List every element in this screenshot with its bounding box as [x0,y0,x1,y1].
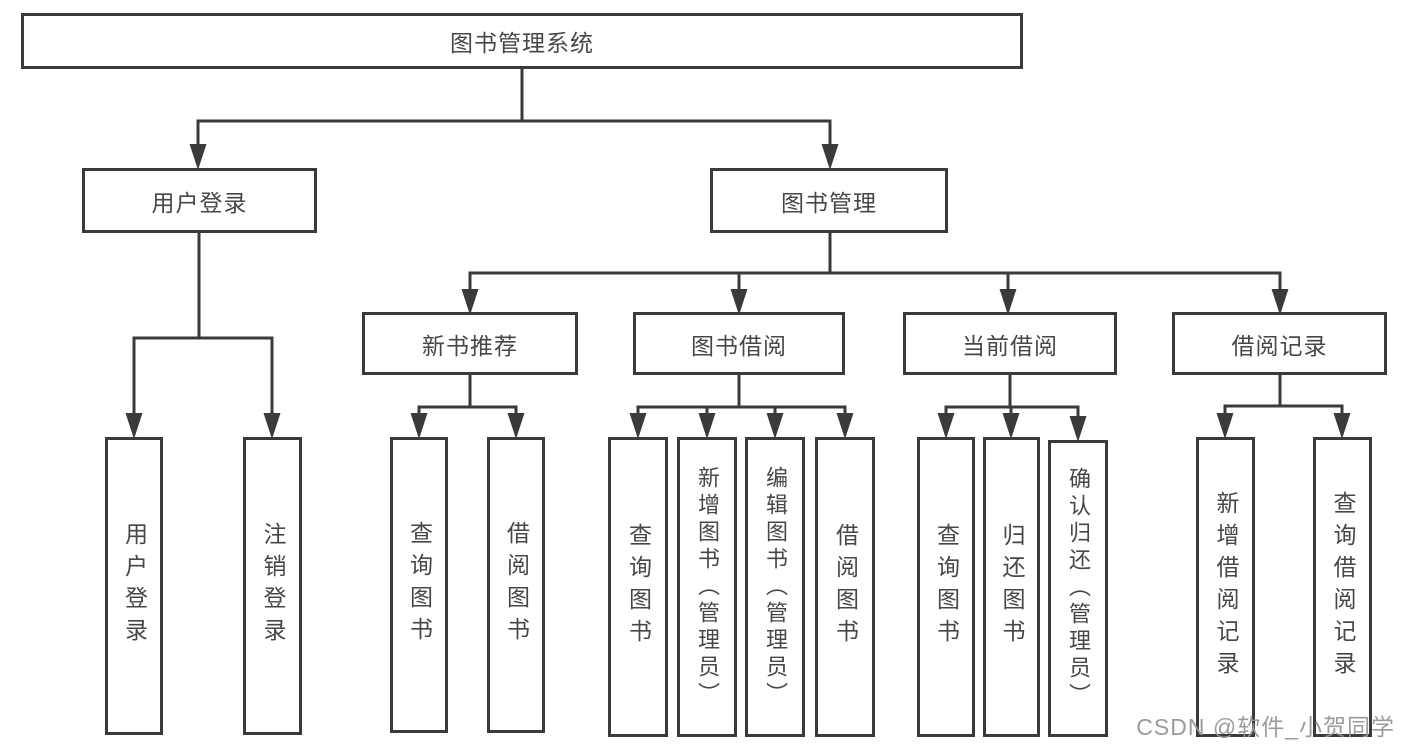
leaf-label: 归还图书 [999,523,1025,651]
leaf-label: 新增图书（管理员） [695,465,720,709]
leaf-user-login: 用户登录 [105,437,163,735]
leaf-label: 确认归还（管理员） [1066,467,1091,710]
leaf-query-borrow-record: 查询借阅记录 [1313,437,1372,737]
leaf-label: 编辑图书（管理员） [763,465,788,709]
leaf-borrow-books-recommend: 借阅图书 [487,437,545,733]
leaf-label: 用户登录 [121,522,148,650]
node-label: 借阅记录 [1231,332,1328,359]
leaf-label: 借阅图书 [832,523,859,651]
leaf-label: 新增借阅记录 [1213,491,1239,683]
leaf-label: 查询借阅记录 [1330,491,1356,683]
leaf-confirm-return-admin: 确认归还（管理员） [1048,440,1108,737]
node-label: 当前借阅 [962,332,1058,359]
leaf-add-books-admin: 新增图书（管理员） [677,437,737,737]
node-label: 图书管理系统 [450,30,594,56]
node-label: 用户登录 [151,189,248,216]
leaf-return-books: 归还图书 [983,437,1040,737]
leaf-label: 查询图书 [406,521,433,649]
csdn-watermark: CSDN @软件_小贺同学 [1136,714,1395,740]
leaf-query-books-current: 查询图书 [917,437,975,737]
leaf-borrow-books-borrow: 借阅图书 [815,437,875,737]
node-label: 图书管理 [781,189,877,216]
node-borrowing-records: 借阅记录 [1172,312,1387,375]
arrowheads [125,144,1351,442]
leaf-label: 注销登录 [260,522,286,650]
node-label: 新书推荐 [422,332,518,359]
node-book-management: 图书管理 [710,168,948,233]
leaf-query-books-borrow: 查询图书 [608,437,668,737]
node-new-book-recommendation: 新书推荐 [362,312,578,375]
leaf-query-books-recommend: 查询图书 [390,437,448,733]
leaf-logout-login: 注销登录 [243,437,302,735]
leaf-label: 查询图书 [933,523,960,651]
node-book-borrowing: 图书借阅 [633,312,845,375]
node-user-login: 用户登录 [82,168,317,233]
leaf-add-borrow-record: 新增借阅记录 [1196,437,1255,737]
node-library-management-system: 图书管理系统 [21,13,1023,69]
node-label: 图书借阅 [691,332,787,359]
leaf-label: 借阅图书 [503,521,530,649]
leaf-label: 查询图书 [625,523,652,651]
leaf-edit-books-admin: 编辑图书（管理员） [745,437,805,737]
node-current-borrowing: 当前借阅 [903,312,1117,375]
